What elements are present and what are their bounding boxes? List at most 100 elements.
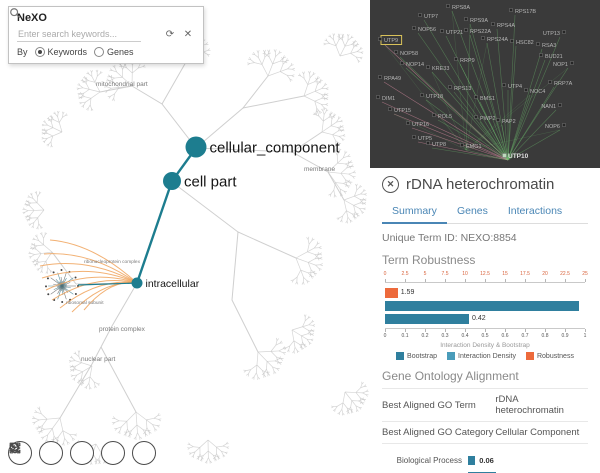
network-node-dot[interactable] — [420, 93, 424, 97]
network-node-dot[interactable] — [426, 141, 430, 145]
network-node-dot[interactable] — [548, 80, 552, 84]
tab-summary[interactable]: Summary — [382, 201, 447, 224]
network-node-dot[interactable] — [491, 22, 495, 26]
network-node-nop1[interactable]: NOP1 — [553, 62, 568, 68]
tree-node-cell-part[interactable] — [163, 172, 181, 190]
network-node-pol5[interactable]: POL5 — [438, 114, 452, 120]
network-node-utp16[interactable]: UTP16 — [412, 122, 429, 128]
network-node-nop14[interactable]: NOP14 — [406, 62, 424, 68]
radio-genes[interactable]: Genes — [94, 47, 134, 57]
network-node-dot[interactable] — [412, 26, 416, 30]
network-node-dot[interactable] — [481, 36, 485, 40]
network-node-kre33[interactable]: KRE33 — [432, 66, 449, 72]
network-node-dot[interactable] — [536, 42, 540, 46]
network-node-pap2[interactable]: PAP2 — [502, 119, 516, 125]
tab-genes[interactable]: Genes — [456, 205, 488, 217]
network-node-noc4[interactable]: NOC4 — [530, 89, 545, 95]
network-node-utp5[interactable]: UTP5 — [418, 136, 432, 142]
network-node-rps22a[interactable]: RPS22A — [470, 29, 491, 35]
network-node-dot[interactable] — [388, 107, 392, 111]
layers-button[interactable] — [9, 441, 156, 465]
network-node-nop58[interactable]: NOP58 — [400, 51, 418, 57]
network-node-dot[interactable] — [412, 135, 416, 139]
close-icon[interactable]: ✕ — [382, 176, 399, 193]
network-node-utp13[interactable]: UTP13 — [543, 31, 560, 37]
tree-node-label: cellular_component — [210, 139, 341, 156]
network-node-utp18[interactable]: UTP18 — [426, 94, 443, 100]
network-node-rps17b[interactable]: RPS17B — [515, 9, 536, 15]
network-node-dot[interactable] — [464, 28, 468, 32]
network-node-utp8[interactable]: UTP8 — [432, 142, 446, 148]
tab-interactions[interactable]: Interactions — [507, 205, 563, 217]
network-node-dot[interactable] — [558, 103, 562, 107]
network-node-dot[interactable] — [562, 30, 566, 34]
network-node-dot[interactable] — [406, 121, 410, 125]
network-node-dot[interactable] — [394, 50, 398, 54]
network-node-pwp2[interactable]: PWP2 — [480, 116, 496, 122]
reset-icon[interactable]: ⟳ — [165, 29, 175, 40]
network-node-dot[interactable] — [502, 83, 506, 87]
network-node-utp9[interactable]: UTP9 — [384, 38, 398, 44]
network-node-dot[interactable] — [460, 143, 464, 147]
zoom-out-button[interactable] — [9, 441, 63, 465]
network-node-hsc82[interactable]: HSC82 — [516, 40, 534, 46]
network-node-dot[interactable] — [509, 8, 513, 12]
network-node-utp10[interactable]: UTP10 — [508, 153, 529, 160]
fit-to-screen-button[interactable] — [9, 441, 94, 465]
network-node-dot[interactable] — [474, 95, 478, 99]
network-node-dot[interactable] — [440, 29, 444, 33]
network-node-dim1[interactable]: DIM1 — [382, 96, 395, 102]
network-node-dot[interactable] — [570, 61, 574, 65]
network-node-bms1[interactable]: BMS1 — [480, 96, 495, 102]
network-node-dot[interactable] — [426, 65, 430, 69]
network-node-rps24a[interactable]: RPS24A — [487, 37, 508, 43]
network-node-rps4a[interactable]: RPS4A — [497, 23, 515, 29]
network-node-dot[interactable] — [400, 61, 404, 65]
network-node-dot[interactable] — [448, 85, 452, 89]
network-node-dot[interactable] — [496, 118, 500, 122]
network-node-rpa49[interactable]: RPA49 — [384, 76, 401, 82]
network-node-dot[interactable] — [502, 153, 507, 158]
network-node-nop6[interactable]: NOP6 — [545, 124, 560, 130]
network-node-utp21[interactable]: UTP21 — [446, 30, 463, 36]
radio-keywords[interactable]: Keywords — [34, 47, 87, 57]
network-node-dot[interactable] — [446, 4, 450, 8]
network-node-nop56[interactable]: NOP56 — [418, 27, 436, 33]
network-node-dot[interactable] — [524, 88, 528, 92]
network-node-rsa3[interactable]: RSA3 — [542, 43, 556, 49]
clear-icon[interactable]: ✕ — [183, 29, 193, 40]
network-node-dot[interactable] — [418, 13, 422, 17]
tree-node-intracellular[interactable] — [131, 277, 143, 289]
network-node-dot[interactable] — [510, 39, 514, 43]
search-input[interactable] — [17, 27, 141, 42]
network-node-utp7[interactable]: UTP7 — [424, 14, 438, 20]
network-node-nan1[interactable]: NAN1 — [541, 104, 556, 110]
network-node-emg1[interactable]: EMG1 — [466, 144, 482, 150]
network-node-rrp7a[interactable]: RRP7A — [554, 81, 573, 87]
network-node-utp15[interactable]: UTP15 — [394, 108, 411, 114]
network-node-dot[interactable] — [539, 53, 543, 57]
tree-node-cellular-component[interactable] — [185, 136, 207, 158]
network-node-rrp9[interactable]: RRP9 — [460, 58, 475, 64]
network-node-rps8a[interactable]: RPS8A — [452, 5, 470, 11]
collapse-tree-button[interactable] — [10, 441, 125, 465]
network-node-dot[interactable] — [432, 113, 436, 117]
robustness-bar — [385, 287, 398, 298]
network-node-dot[interactable] — [376, 95, 380, 99]
network-node-bud21[interactable]: BUD21 — [545, 54, 563, 60]
network-node-rps9a[interactable]: RPS9A — [470, 18, 488, 24]
network-node-dot[interactable] — [474, 115, 478, 119]
network-node-dot[interactable] — [454, 57, 458, 61]
network-node-rps13[interactable]: RPS13 — [454, 86, 471, 92]
network-node-dot[interactable] — [464, 17, 468, 21]
network-node-utp4[interactable]: UTP4 — [508, 84, 522, 90]
network-node-dot[interactable] — [378, 37, 382, 41]
network-node-dot[interactable] — [378, 75, 382, 79]
network-node-dot[interactable] — [562, 123, 566, 127]
search-icon[interactable] — [10, 8, 159, 42]
